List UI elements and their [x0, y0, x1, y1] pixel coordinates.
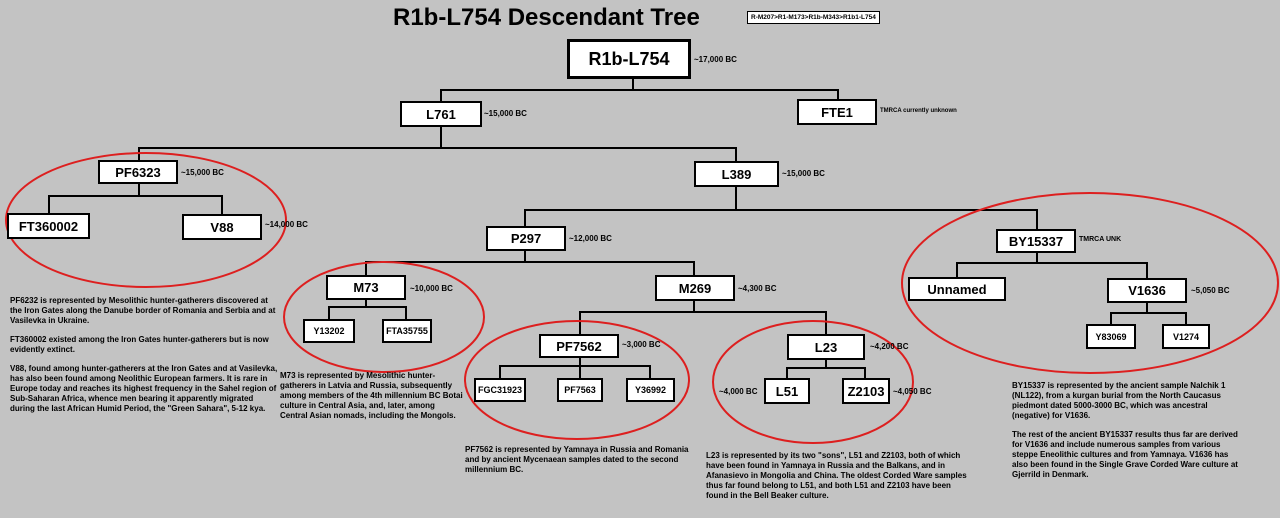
edge-l754: [440, 78, 634, 102]
date-pf6323: ~15,000 BC: [181, 168, 224, 177]
ellipse-l23: [712, 320, 914, 444]
node-r1b-l754: R1b-L754: [567, 39, 691, 79]
edge-pf6323: [48, 183, 140, 214]
node-fgc31923: FGC31923: [474, 378, 526, 402]
edge-l389: [524, 186, 737, 227]
node-pf7562: PF7562: [539, 334, 619, 358]
date-m73: ~10,000 BC: [410, 284, 453, 293]
lineage-box: R-M207>R1-M173>R1b-M343>R1b1-L754: [747, 11, 880, 24]
desc-pf7562: PF7562 is represented by Yamnaya in Russ…: [465, 445, 691, 484]
edge-p297: [365, 250, 526, 276]
node-l389: L389: [694, 161, 779, 187]
edge-m269: [579, 300, 695, 335]
edge-p297-m269: [525, 261, 695, 276]
ellipse-m73: [283, 261, 485, 373]
node-unnamed: Unnamed: [908, 277, 1006, 301]
edge-l23: [786, 359, 827, 379]
node-v1274: V1274: [1162, 324, 1210, 349]
node-m269: M269: [655, 275, 735, 301]
desc-l23-p1: L23 is represented by its two "sons", L5…: [706, 451, 967, 500]
edge-l754-fte1: [633, 89, 839, 100]
node-p297: P297: [486, 226, 566, 251]
ellipse-pf7562: [464, 320, 690, 440]
node-l761: L761: [400, 101, 482, 127]
node-pf6323: PF6323: [98, 160, 178, 184]
edge-v1636: [1110, 302, 1148, 325]
date-r1b-l754: ~17,000 BC: [694, 55, 737, 64]
desc-m73-p1: M73 is represented by Mesolithic hunter-…: [280, 371, 463, 420]
edge-pf7562-y36992: [580, 365, 651, 379]
desc-by15337-p1: BY15337 is represented by the ancient sa…: [1012, 381, 1226, 420]
edge-m269-l23: [694, 311, 827, 335]
date-by15337: TMRCA UNK: [1079, 236, 1122, 243]
node-m73: M73: [326, 275, 406, 300]
node-y36992: Y36992: [626, 378, 675, 402]
node-z2103: Z2103: [842, 378, 890, 404]
edge-v1636-v1274: [1147, 312, 1187, 325]
node-y83069: Y83069: [1086, 324, 1136, 349]
desc-by15337: BY15337 is represented by the ancient sa…: [1012, 381, 1246, 489]
node-l23: L23: [787, 334, 865, 360]
edge-by15337-v1636: [1037, 262, 1148, 279]
date-fte1: TMRCA currently unknown: [880, 108, 957, 114]
date-v1636: ~5,050 BC: [1191, 286, 1230, 295]
desc-pf6323: PF6232 is represented by Mesolithic hunt…: [10, 296, 280, 423]
date-l23: ~4,200 BC: [870, 342, 909, 351]
date-m269: ~4,300 BC: [738, 284, 777, 293]
node-pf7563: PF7563: [557, 378, 603, 402]
node-v1636: V1636: [1107, 278, 1187, 303]
date-l389: ~15,000 BC: [782, 169, 825, 178]
date-z2103: ~4,050 BC: [893, 387, 932, 396]
node-ft360002: FT360002: [7, 213, 90, 239]
edge-m73: [328, 299, 367, 320]
edge-l23-z2103: [826, 367, 866, 379]
node-fta35755: FTA35755: [382, 319, 432, 343]
node-by15337: BY15337: [996, 229, 1076, 253]
date-p297: ~12,000 BC: [569, 234, 612, 243]
node-fte1: FTE1: [797, 99, 877, 125]
node-v88: V88: [182, 214, 262, 240]
edge-m73-fta: [366, 306, 407, 320]
date-l51: ~4,000 BC: [719, 387, 758, 396]
ellipse-by15337: [901, 192, 1279, 374]
edge-pf7562: [499, 357, 581, 379]
edge-l761: [138, 126, 442, 161]
date-pf7562: ~3,000 BC: [622, 340, 661, 349]
date-v88: ~14,000 BC: [265, 220, 308, 229]
edge-l761-l389: [441, 147, 737, 162]
edge-l389-by15337: [736, 209, 1038, 230]
edge-pf6323-v88: [139, 195, 223, 215]
node-l51: L51: [764, 378, 810, 404]
desc-pf6323-p3: V88, found among hunter-gatherers at the…: [10, 364, 278, 413]
desc-pf6323-p1: PF6232 is represented by Mesolithic hunt…: [10, 296, 276, 325]
page-title: R1b-L754 Descendant Tree: [393, 4, 700, 31]
node-y13202: Y13202: [303, 319, 355, 343]
desc-by15337-p2: The rest of the ancient BY15337 results …: [1012, 430, 1238, 479]
edge-by15337: [956, 252, 1038, 278]
desc-pf6323-p2: FT360002 existed among the Iron Gates hu…: [10, 335, 269, 354]
ellipse-pf6323: [5, 152, 287, 288]
desc-pf7562-p1: PF7562 is represented by Yamnaya in Russ…: [465, 445, 689, 474]
date-l761: ~15,000 BC: [484, 109, 527, 118]
desc-m73: M73 is represented by Mesolithic hunter-…: [280, 371, 464, 430]
desc-l23: L23 is represented by its two "sons", L5…: [706, 451, 974, 510]
